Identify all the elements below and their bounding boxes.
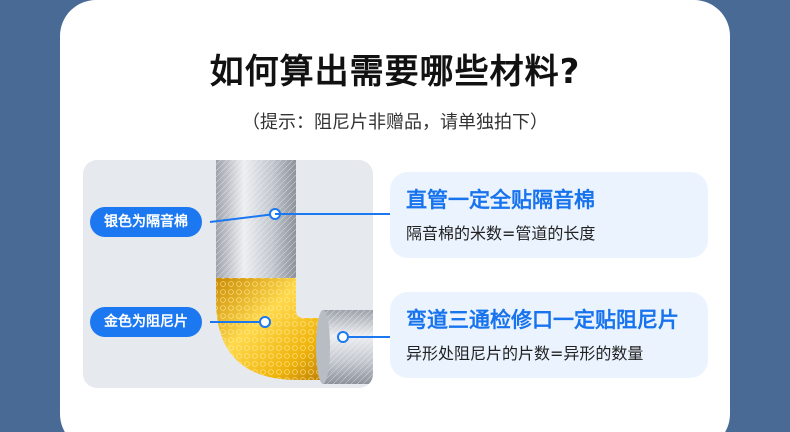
page-title: 如何算出需要哪些材料? [209, 52, 581, 92]
straight-pipe-desc: 隔音棉的米数=管道的长度 [406, 224, 596, 243]
fittings-info: 弯道三通检修口一定贴阻尼片 异形处阻尼片的片数=异形的数量 [390, 292, 708, 378]
gold-label: 金色为阻尼片 [90, 307, 202, 337]
straight-pipe-info: 直管一定全贴隔音棉 隔音棉的米数=管道的长度 [390, 172, 708, 258]
straight-pipe-title: 直管一定全贴隔音棉 [406, 188, 595, 212]
fittings-title: 弯道三通检修口一定贴阻尼片 [406, 308, 679, 332]
fittings-desc: 异形处阻尼片的片数=异形的数量 [406, 344, 644, 363]
page-subtitle: （提示：阻尼片非赠品，请单独拍下） [242, 112, 548, 133]
pipe-photo [83, 160, 373, 388]
silver-label: 银色为隔音棉 [90, 207, 202, 237]
pipe-illustration [216, 160, 373, 384]
